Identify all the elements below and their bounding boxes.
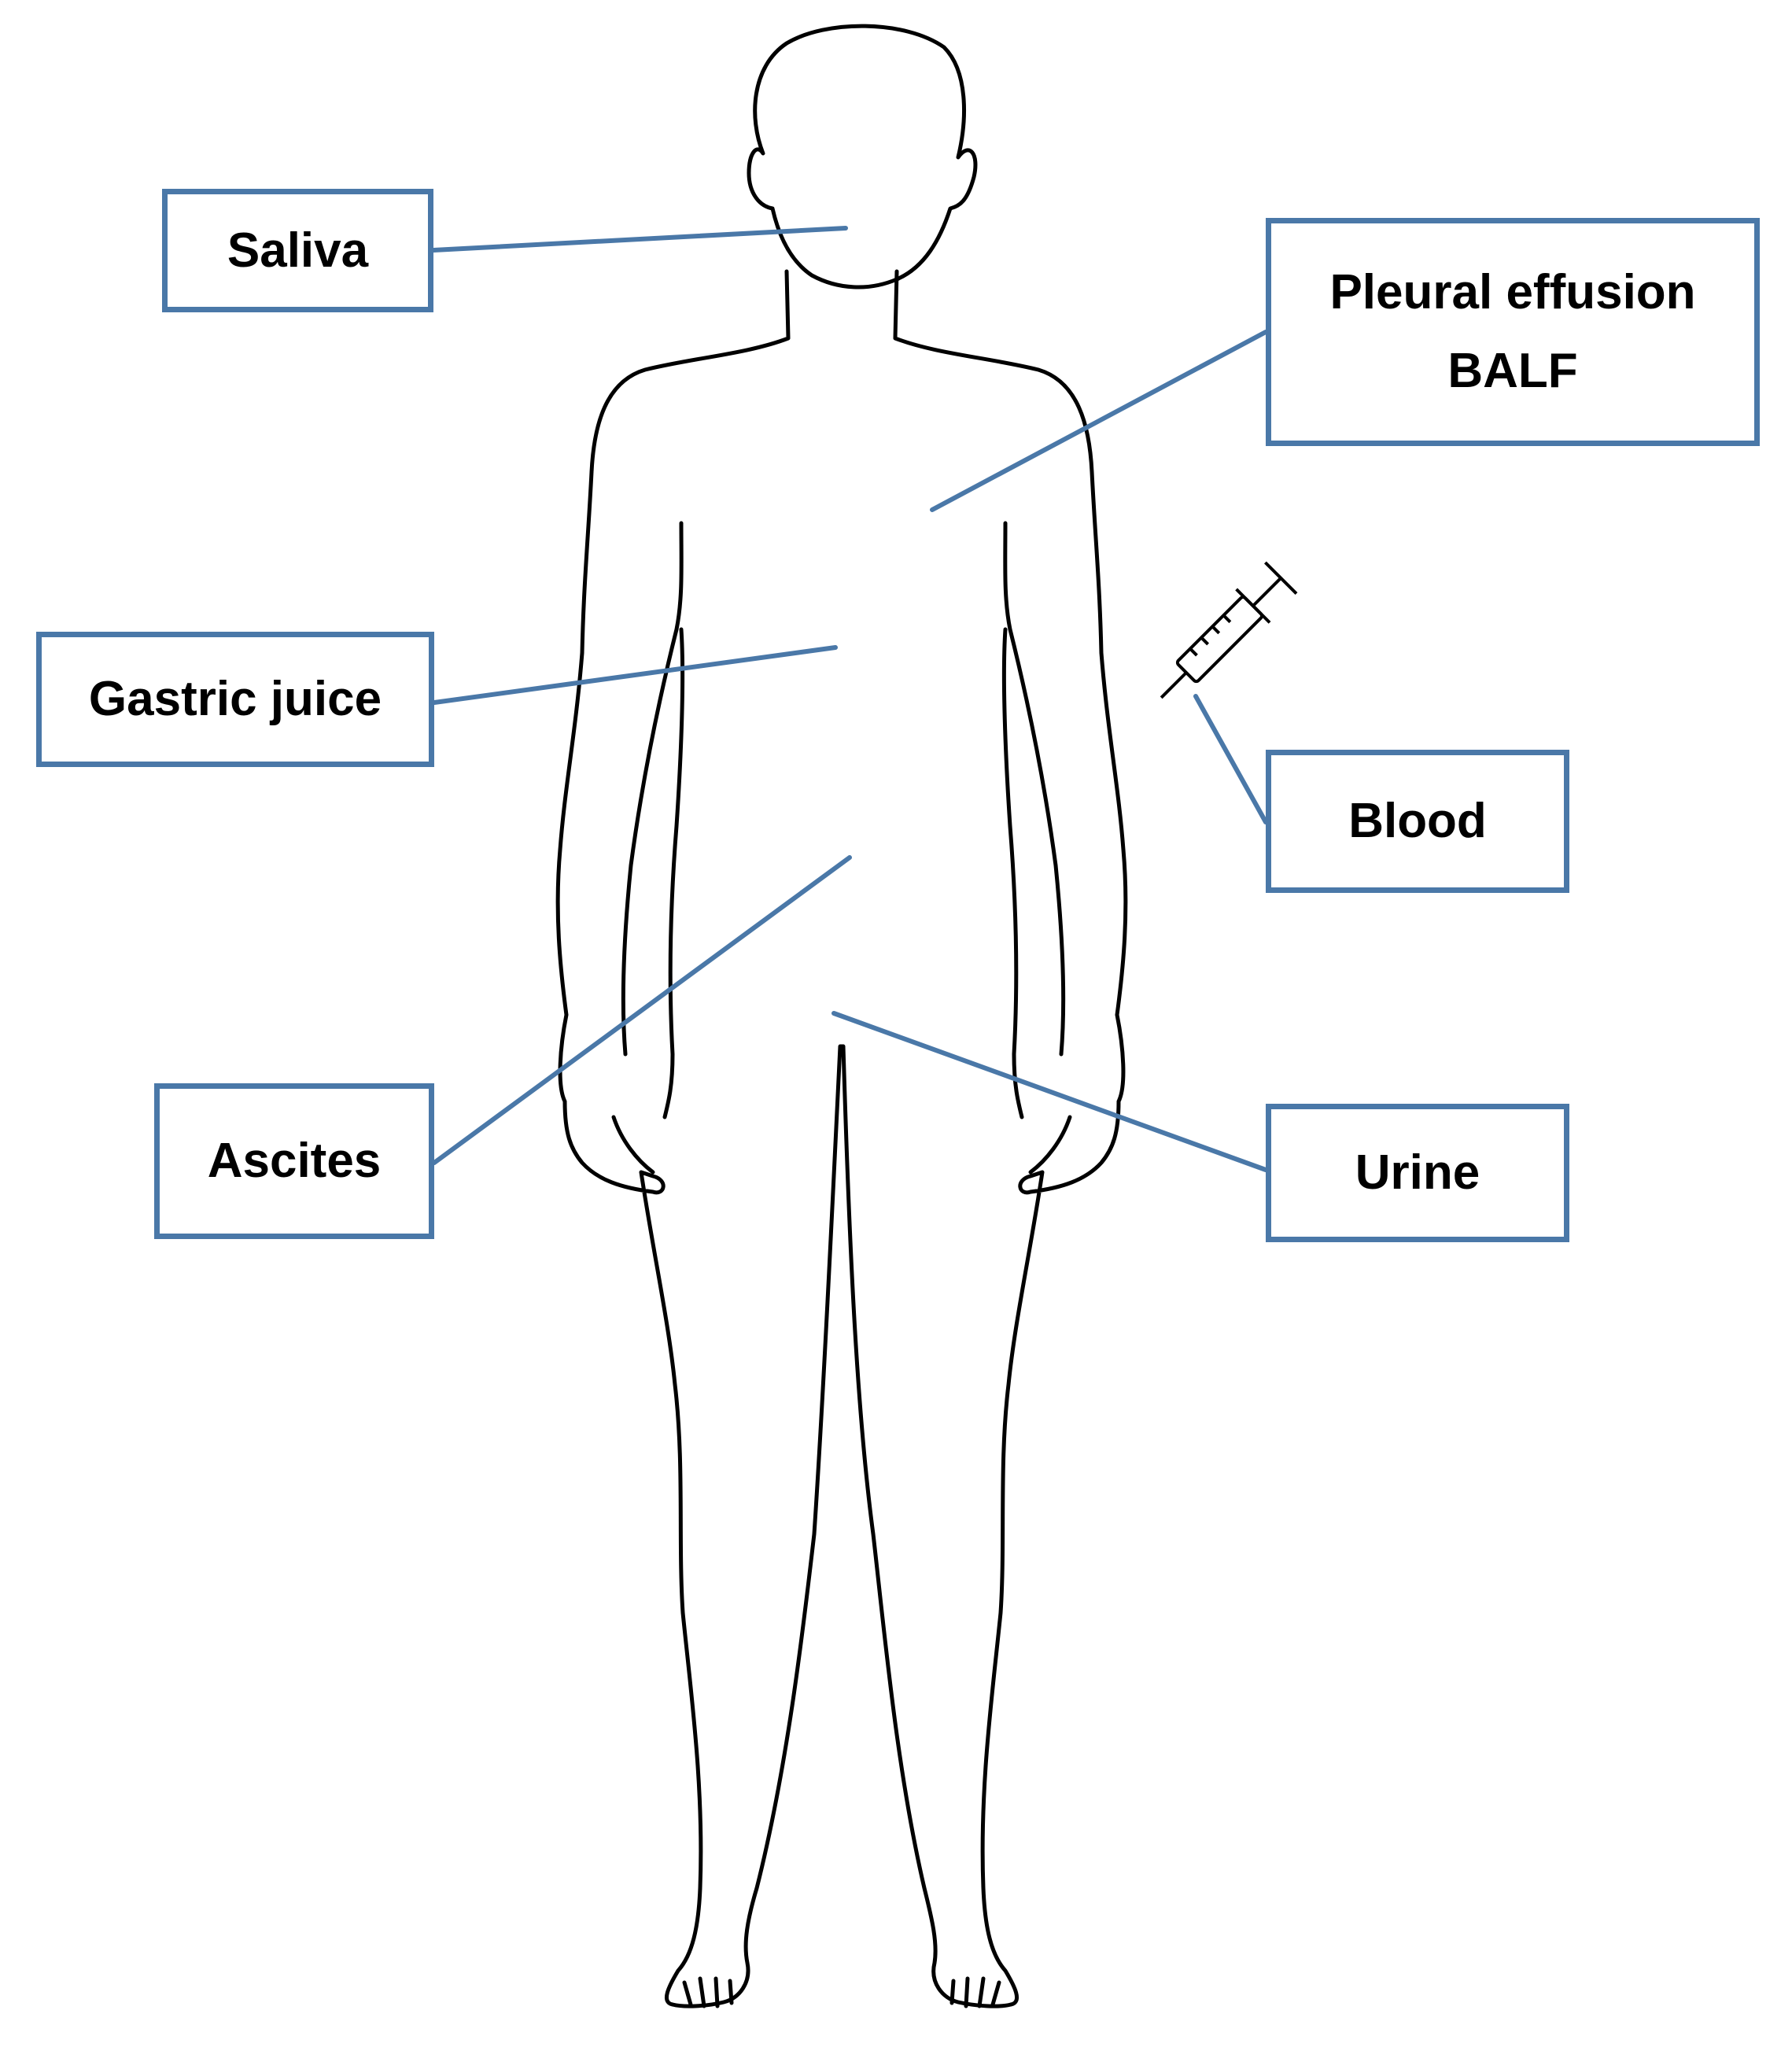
right-inner-arm [1003,521,1066,1057]
syringe-icon [1160,561,1298,699]
label-pleural-effusion-text: Pleural effusion [1329,264,1696,319]
label-blood: Blood [1266,750,1569,893]
left-inner-arm [621,521,684,1057]
label-urine: Urine [1266,1104,1569,1242]
label-ascites: Ascites [154,1083,434,1239]
label-blood-text: Blood [1348,794,1487,848]
connector-lines [431,226,1268,1172]
connector-urine [831,1011,1268,1172]
connector-saliva [431,226,848,253]
label-gastric-juice-text: Gastric juice [88,672,382,726]
label-gastric-juice: Gastric juice [36,632,434,767]
left-toes [682,1976,734,2008]
label-ascites-text: Ascites [207,1134,382,1188]
connector-ascites [432,855,852,1165]
label-saliva: Saliva [162,189,433,312]
label-saliva-text: Saliva [227,223,369,278]
left-hand-detail [611,1115,655,1175]
head-outline [747,24,978,290]
right-inner-arm-2 [1001,627,1024,1119]
human-body-outline [555,24,1128,2008]
label-urine-text: Urine [1355,1145,1480,1200]
connector-pleural [930,330,1268,512]
right-toes [949,1976,1001,2008]
label-pleural-effusion-balf: Pleural effusion BALF [1266,218,1760,446]
label-balf-text: BALF [1447,344,1578,399]
connector-gastric [432,645,838,705]
right-hand-detail [1028,1115,1072,1175]
torso-outline [555,269,1128,2008]
left-inner-arm-2 [662,627,685,1119]
connector-blood [1193,694,1268,824]
